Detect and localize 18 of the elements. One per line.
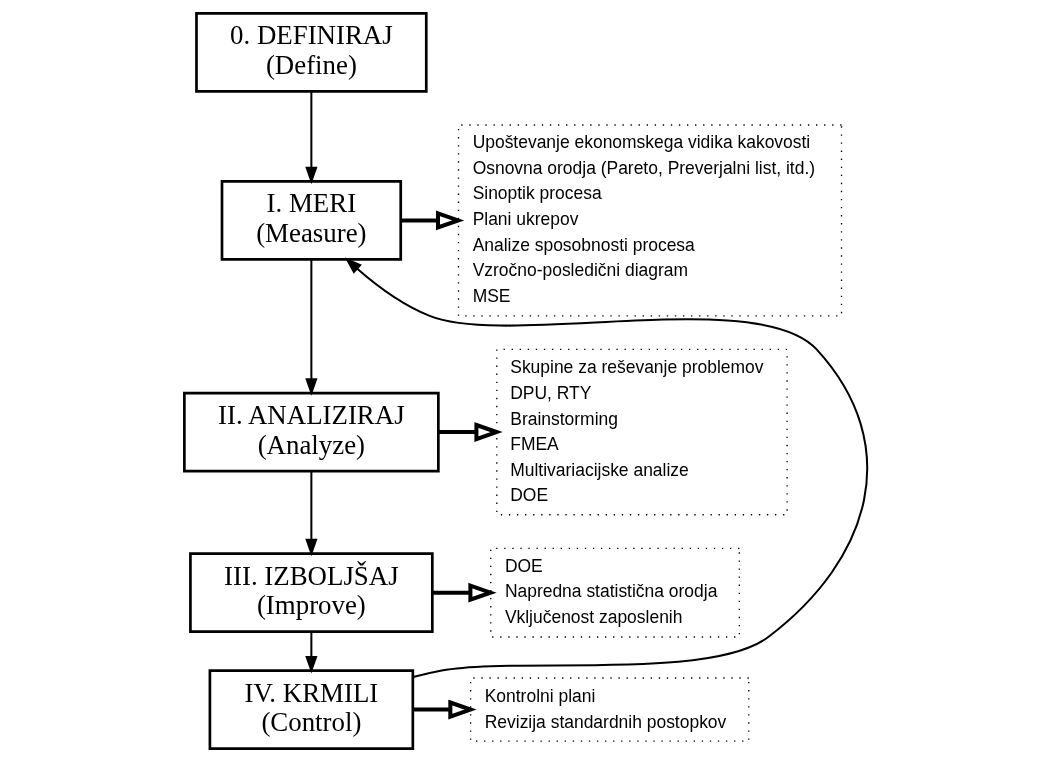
node-box: 0. DEFINIRAJ (Define) <box>195 12 428 93</box>
arrow <box>305 471 318 557</box>
node-box: Skupine za reševanje problemov DPU, RTY Brainstorming FMEA Multivariacijske analize DOE <box>496 348 788 516</box>
arrow <box>401 210 465 231</box>
node-box: II. ANALIZIRAJ (Analyze) <box>183 391 440 473</box>
arrow <box>413 699 477 720</box>
node-box: Kontrolni plani Revizija standardnih postopkov <box>469 677 750 742</box>
arrow <box>305 91 318 185</box>
node-box: Upoštevanje ekonomskega vidika kakovosti Osnovna orodja (Pareto, Preverjalni list, itd.) Sinoptik procesa Plani ukrepov Analize sposobnosti procesa Vzročno-posledični diagram MSE <box>457 124 843 317</box>
arrow <box>305 259 318 396</box>
node-box: IV. KRMILI (Control) <box>208 669 415 750</box>
node-box: I. MERI (Measure) <box>220 180 403 261</box>
arrow <box>344 257 869 678</box>
arrow <box>305 632 318 674</box>
node-box: III. IZBOLJŠAJ (Improve) <box>189 552 434 633</box>
arrow <box>438 422 503 442</box>
arrow <box>432 582 497 603</box>
node-box: DOE Napredna statistična orodja Vključenost zaposlenih <box>490 547 741 638</box>
